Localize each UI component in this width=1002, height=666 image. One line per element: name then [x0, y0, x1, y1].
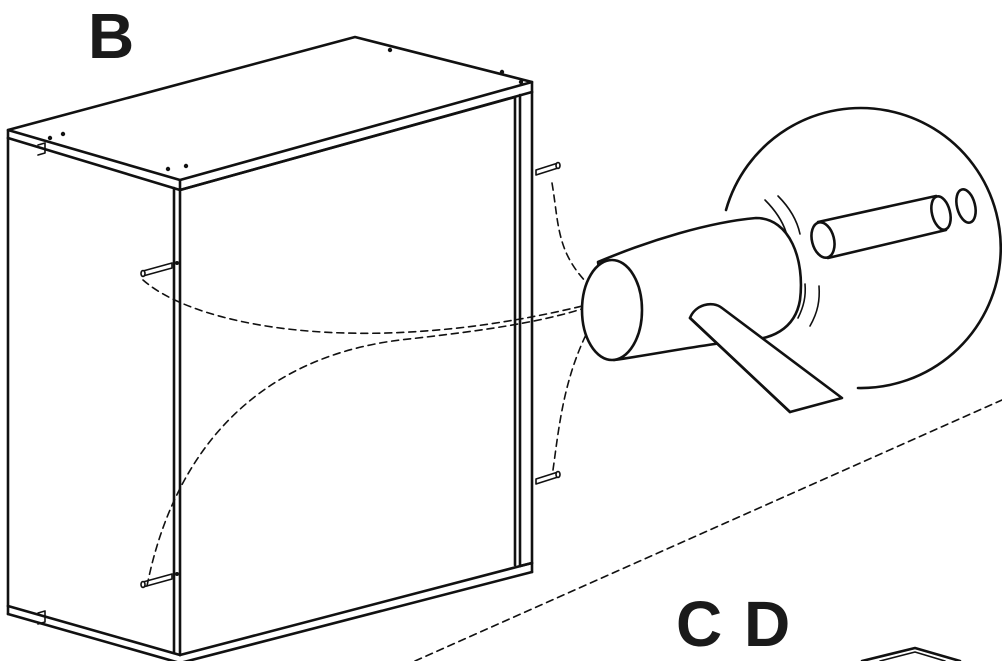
guide-lines — [142, 182, 1002, 662]
cabinet-top-panel — [6, 35, 534, 182]
dowel-pin-icon — [140, 572, 179, 589]
magnifier-detail-icon — [724, 106, 1002, 390]
hole-icon — [165, 166, 171, 172]
dowel-pin-icon — [535, 161, 561, 176]
hole-icon — [60, 131, 66, 137]
cabinet-illustration — [6, 35, 561, 665]
hole-icon — [499, 69, 505, 75]
section-divider — [414, 399, 1002, 662]
hole-icon — [955, 188, 977, 224]
dowel-pin-icon — [535, 470, 561, 485]
mallet-icon — [580, 195, 844, 414]
step-label-main: B — [88, 0, 135, 72]
hole-icon — [518, 79, 524, 85]
step-label-next: C D — [676, 588, 793, 660]
dowel-pin-icon — [140, 261, 179, 278]
hole-icon — [387, 47, 393, 53]
hole-icon — [183, 163, 189, 169]
hole-icon — [47, 135, 53, 141]
next-step-part — [860, 646, 962, 663]
